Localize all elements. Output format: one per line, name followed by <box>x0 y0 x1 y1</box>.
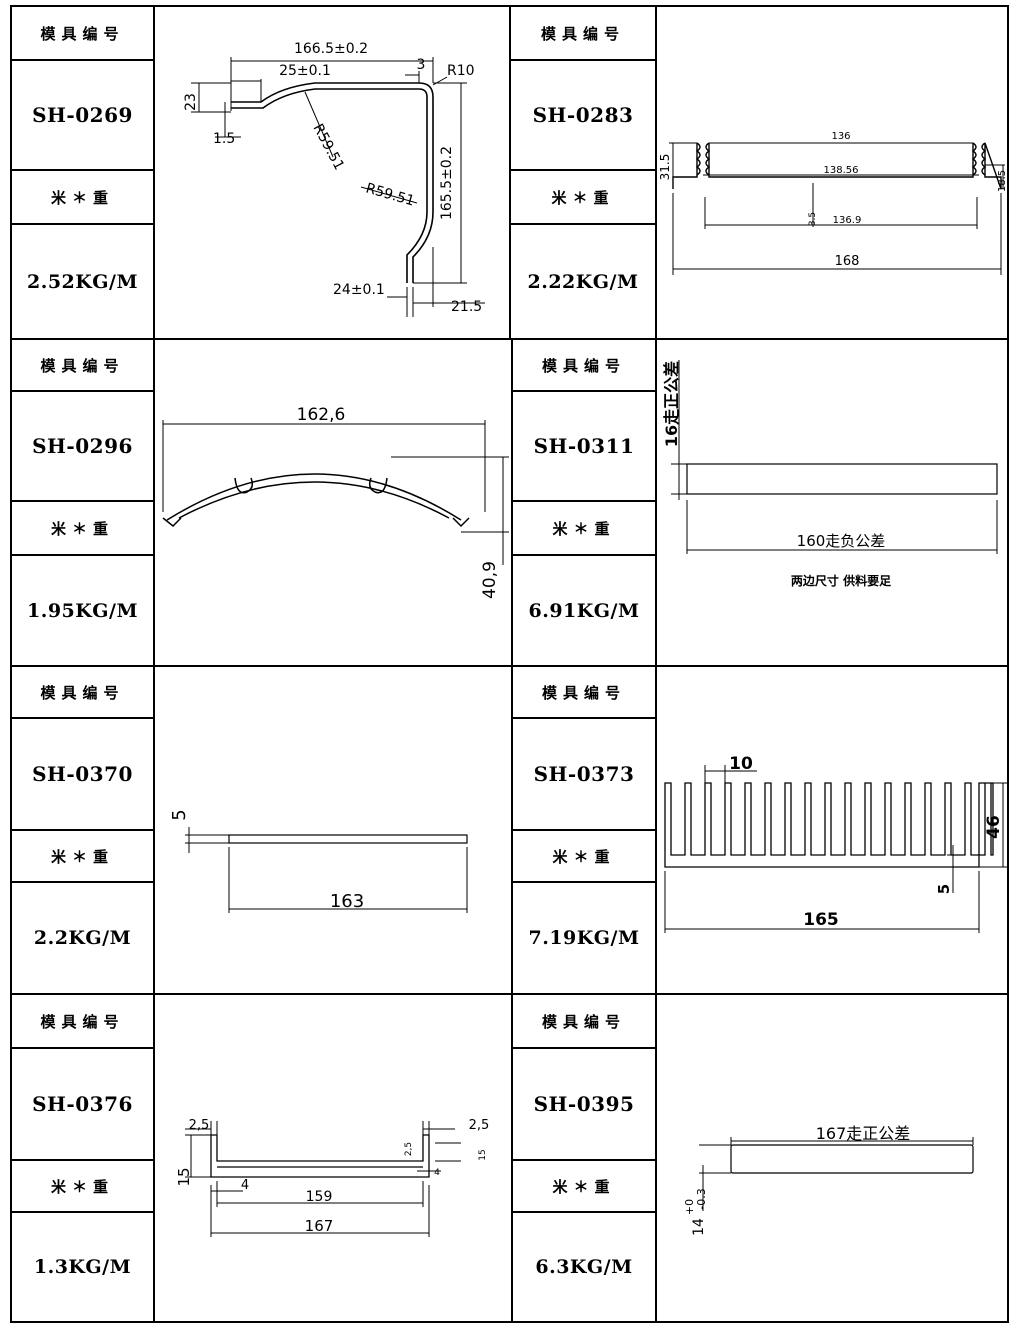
weight-value: 1.3KG/M <box>12 1213 155 1321</box>
dim-leg: 24±0.1 <box>333 282 385 298</box>
mold-code: SH-0370 <box>12 719 155 831</box>
dim-width: 163 <box>330 891 364 912</box>
dim-overall-width: 168 <box>835 254 860 269</box>
profile-drawing-sh-0311: 16走正公差 160走负公差 两边尺寸 供料要足 <box>657 340 1007 665</box>
weight-label: 米＊重 <box>513 831 657 883</box>
mold-number-label: 模具编号 <box>513 340 657 392</box>
dim-width: 160走负公差 <box>797 532 886 550</box>
dim-radius-corner: R10 <box>447 63 475 79</box>
mold-number-label: 模具编号 <box>513 667 657 719</box>
mold-code: SH-0283 <box>511 61 657 171</box>
dim-height: 16走正公差 <box>662 361 681 447</box>
row-2: 模具编号 SH-0296 米＊重 1.95KG/M 162,6 40, <box>12 340 1007 665</box>
tolerance-lower: -0.3 <box>695 1188 708 1209</box>
profile-drawing-sh-0269: 166.5±0.2 25±0.1 3 R10 23 1.5 R59.51 R59… <box>155 7 511 338</box>
weight-label: 米＊重 <box>12 502 155 556</box>
weight-label: 米＊重 <box>12 1161 155 1213</box>
weight-value: 7.19KG/M <box>513 883 657 993</box>
dim-base: 5 <box>935 884 953 894</box>
row-4: 模具编号 SH-0376 米＊重 1.3KG/M <box>12 995 1007 1321</box>
mold-code: SH-0296 <box>12 392 155 502</box>
weight-value: 1.95KG/M <box>12 556 155 665</box>
dim-width: 166.5±0.2 <box>294 41 368 57</box>
dim-height: 46 <box>984 815 1004 839</box>
dim-lip-inner: 2,5 <box>404 1142 414 1156</box>
dim-fin-height: 18.5 <box>997 170 1007 192</box>
weight-label: 米＊重 <box>12 831 155 883</box>
dim-radius-lower: R59.51 <box>364 180 416 209</box>
dim-overall-width: 167 <box>305 1217 334 1235</box>
row-divider <box>12 665 1007 667</box>
weight-label: 米＊重 <box>12 171 155 225</box>
mold-code: SH-0269 <box>12 61 155 171</box>
dim-height: 165.5±0.2 <box>439 146 455 220</box>
dim-radius-upper: R59.51 <box>309 121 347 172</box>
weight-value: 2.22KG/M <box>511 225 657 338</box>
profile-drawing-sh-0395: 167走正公差 14 +0 -0.3 <box>657 995 1007 1321</box>
column-divider <box>511 340 513 665</box>
profile-drawing-sh-0370: 5 163 <box>155 667 511 993</box>
dim-thickness: 1.5 <box>213 131 235 147</box>
dim-lip-left: 2,5 <box>189 1118 210 1133</box>
mold-number-label: 模具编号 <box>12 667 155 719</box>
weight-label: 米＊重 <box>513 1161 657 1213</box>
mold-number-label: 模具编号 <box>513 995 657 1049</box>
profile-drawing-sh-0376: 2,5 2,5 2,5 15 15 4 4 159 167 <box>155 995 511 1321</box>
dim-lip: 25±0.1 <box>279 63 331 79</box>
dim-inner-width: 159 <box>306 1189 333 1205</box>
dim-inner-top: 136 <box>831 131 850 142</box>
row-divider <box>12 993 1007 995</box>
mold-code: SH-0395 <box>513 1049 657 1161</box>
dim-wall-right: 4 <box>434 1168 440 1178</box>
weight-value: 6.91KG/M <box>513 556 657 665</box>
spec-sheet: 模具编号 SH-0269 米＊重 2.52KG/M <box>10 5 1009 1323</box>
row-3: 模具编号 SH-0370 米＊重 2.2KG/M 5 163 模具编号 SH-0… <box>12 667 1007 993</box>
weight-label: 米＊重 <box>513 502 657 556</box>
weight-value: 6.3KG/M <box>513 1213 657 1321</box>
dim-wall: 3.5 <box>808 212 818 226</box>
column-divider <box>511 995 513 1321</box>
supply-note: 两边尺寸 供料要足 <box>791 573 891 588</box>
dim-width: 165 <box>803 910 839 930</box>
profile-drawing-sh-0296: 162,6 40,9 <box>155 340 511 665</box>
mold-code: SH-0376 <box>12 1049 155 1161</box>
weight-label: 米＊重 <box>511 171 657 225</box>
dim-height-right: 15 <box>478 1149 488 1160</box>
row-divider <box>12 338 1007 340</box>
mold-code: SH-0311 <box>513 392 657 502</box>
dim-height: 15 <box>175 1167 193 1186</box>
tolerance-upper: +0 <box>683 1199 696 1215</box>
dim-step-height: 23 <box>183 93 199 111</box>
mold-number-label: 模具编号 <box>12 340 155 392</box>
dim-width: 167走正公差 <box>816 1124 911 1143</box>
dim-overall-height: 31.5 <box>658 154 672 181</box>
mold-code: SH-0373 <box>513 719 657 831</box>
dim-arc-height: 40,9 <box>480 561 500 599</box>
dim-bottom-inner: 136.9 <box>833 215 862 226</box>
mold-number-label: 模具编号 <box>12 995 155 1049</box>
dim-gap: 3 <box>417 57 426 73</box>
dim-inner-base: 138.56 <box>824 165 859 176</box>
dim-thickness: 5 <box>169 809 190 820</box>
dim-fin-pitch: 10 <box>729 754 753 774</box>
row-1: 模具编号 SH-0269 米＊重 2.52KG/M <box>12 7 1007 338</box>
weight-value: 2.2KG/M <box>12 883 155 993</box>
dim-offset: 21.5 <box>451 299 482 315</box>
column-divider <box>511 667 513 993</box>
weight-value: 2.52KG/M <box>12 225 155 338</box>
profile-drawing-sh-0373: 10 46 5 165 <box>657 667 1007 993</box>
profile-drawing-sh-0283: 136 138.56 3.5 136.9 168 31.5 18.5 <box>657 7 1007 338</box>
dim-lip-right: 2,5 <box>469 1118 490 1133</box>
dim-thickness: 14 <box>691 1218 707 1236</box>
dim-wall-left: 4 <box>241 1178 249 1193</box>
mold-number-label: 模具编号 <box>511 7 657 61</box>
dim-chord-width: 162,6 <box>297 405 346 425</box>
mold-number-label: 模具编号 <box>12 7 155 61</box>
